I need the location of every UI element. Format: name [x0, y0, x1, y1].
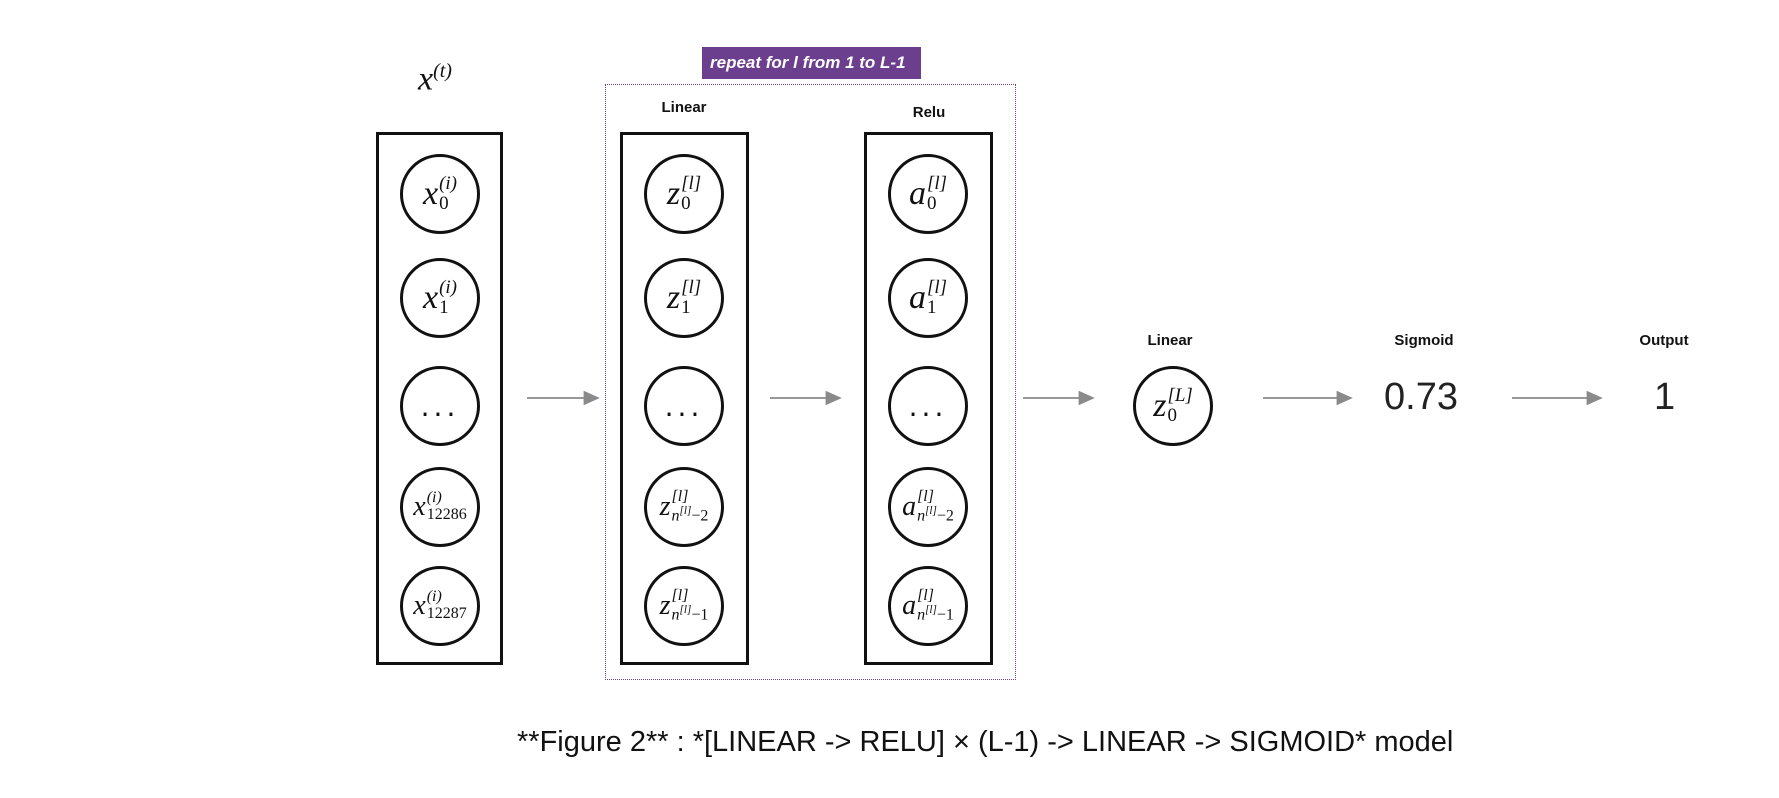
node-sup: [l]	[917, 488, 934, 506]
node-sub-n-sup: [l]	[925, 603, 937, 616]
node-base: a	[908, 279, 926, 316]
node-scripts: (i)12287	[426, 588, 467, 623]
node-sub-n: n	[671, 606, 680, 624]
sigmoid-value: 0.73	[1384, 376, 1458, 418]
node-scripts: [l]n[l]−1	[671, 587, 709, 624]
input-title-sup: (t)	[433, 60, 452, 82]
node-sup: [L]	[1167, 385, 1193, 407]
linear-node-1: z[l]1	[644, 258, 724, 338]
node-base: z	[666, 175, 681, 212]
relu-node-0: a[l]0	[888, 154, 968, 234]
linear-node-0: z[l]0	[644, 154, 724, 234]
node-scripts: [l]1	[681, 278, 701, 318]
node-sup: [l]	[926, 173, 948, 195]
node-sub-tail: −1	[936, 606, 954, 624]
node-scripts: [l]0	[681, 174, 701, 214]
input-node-0: x(i)0	[400, 154, 480, 234]
node-scripts: [l]n[l]−1	[917, 587, 954, 624]
node-sub-n-sup: [l]	[679, 504, 692, 517]
figure-caption: **Figure 2** : *[LINEAR -> RELU] × (L-1)…	[517, 726, 1454, 758]
node-scripts: [l]n[l]−2	[671, 488, 709, 525]
node-sub-n-sup: [l]	[679, 603, 692, 616]
node-sup: [l]	[681, 173, 702, 195]
relu-layer-label: Relu	[912, 104, 946, 121]
input-node-4: x(i)12287	[400, 566, 480, 646]
relu-node-2: ...	[888, 366, 968, 446]
output-value: 1	[1654, 376, 1676, 418]
node-sup: [l]	[926, 277, 948, 299]
node-sub-n-sup: [l]	[925, 504, 937, 517]
node-scripts: (i)1	[439, 278, 457, 318]
node-sub: 12286	[426, 506, 467, 523]
node-base: z	[666, 279, 681, 316]
node-base: z	[659, 491, 671, 522]
node-scripts: (i)12286	[426, 489, 467, 524]
node-sub: 1	[926, 297, 937, 318]
relu-node-3: a[l]n[l]−2	[888, 467, 968, 547]
relu-node-1: a[l]1	[888, 258, 968, 338]
node-sub: 0	[926, 193, 937, 214]
node-sub: n[l]−2	[917, 504, 954, 525]
node-sub: 12287	[426, 605, 467, 622]
node-base: x	[422, 175, 439, 212]
node-sup: (i)	[426, 588, 442, 606]
node-sub: n[l]−2	[671, 504, 709, 525]
node-scripts: [l]1	[927, 278, 947, 318]
node-sup: [l]	[681, 277, 702, 299]
repeat-region	[605, 84, 1016, 680]
input-node-2: ...	[400, 366, 480, 446]
node-sub: 1	[439, 297, 449, 318]
node-sub-n: n	[917, 507, 926, 525]
node-sub-tail: −2	[936, 507, 954, 525]
node-sub: 1	[681, 297, 691, 318]
node-sub: 0	[1167, 405, 1177, 426]
node-sup: [l]	[671, 587, 689, 605]
node-base: a	[902, 590, 917, 621]
node-sup: (i)	[439, 277, 458, 299]
linear-node-2: ...	[644, 366, 724, 446]
node-sub: n[l]−1	[917, 603, 954, 624]
node-sup: (i)	[439, 173, 458, 195]
node-base: x	[413, 590, 426, 621]
node-sub: 0	[439, 193, 449, 214]
ellipsis-text: ...	[664, 389, 704, 423]
node-sub-tail: −2	[691, 507, 709, 525]
node-base: x	[413, 491, 426, 522]
node-base: a	[908, 175, 926, 212]
node-sub-n: n	[917, 606, 926, 624]
repeat-badge: repeat for l from 1 to L-1	[702, 47, 921, 79]
ellipsis-text: ...	[420, 389, 460, 423]
node-sub-tail: −1	[691, 606, 709, 624]
node-base: x	[422, 279, 439, 316]
linear-node-3: z[l]n[l]−2	[644, 467, 724, 547]
input-title-base: x	[418, 60, 434, 98]
node-base: z	[659, 590, 671, 621]
relu-node-4: a[l]n[l]−1	[888, 566, 968, 646]
final-linear-label: Linear	[1147, 332, 1193, 349]
node-sub: 0	[681, 193, 691, 214]
ellipsis-text: ...	[908, 389, 948, 423]
node-scripts: [l]0	[927, 174, 947, 214]
node-sup: [l]	[917, 587, 934, 605]
linear-node-4: z[l]n[l]−1	[644, 566, 724, 646]
node-base: a	[902, 491, 917, 522]
node-sub-n: n	[671, 507, 680, 525]
input-title: x(t)	[418, 60, 452, 98]
linear-layer-label: Linear	[661, 99, 707, 116]
node-scripts: (i)0	[439, 174, 457, 214]
node-scripts: [l]n[l]−2	[917, 488, 954, 525]
final-linear-node: z[L]0	[1133, 366, 1213, 446]
node-sup: [l]	[671, 488, 689, 506]
node-sup: (i)	[426, 489, 442, 507]
input-node-3: x(i)12286	[400, 467, 480, 547]
input-node-1: x(i)1	[400, 258, 480, 338]
node-sub: n[l]−1	[671, 603, 709, 624]
output-label: Output	[1639, 332, 1689, 349]
sigmoid-label: Sigmoid	[1394, 332, 1454, 349]
node-base: z	[1153, 387, 1167, 424]
